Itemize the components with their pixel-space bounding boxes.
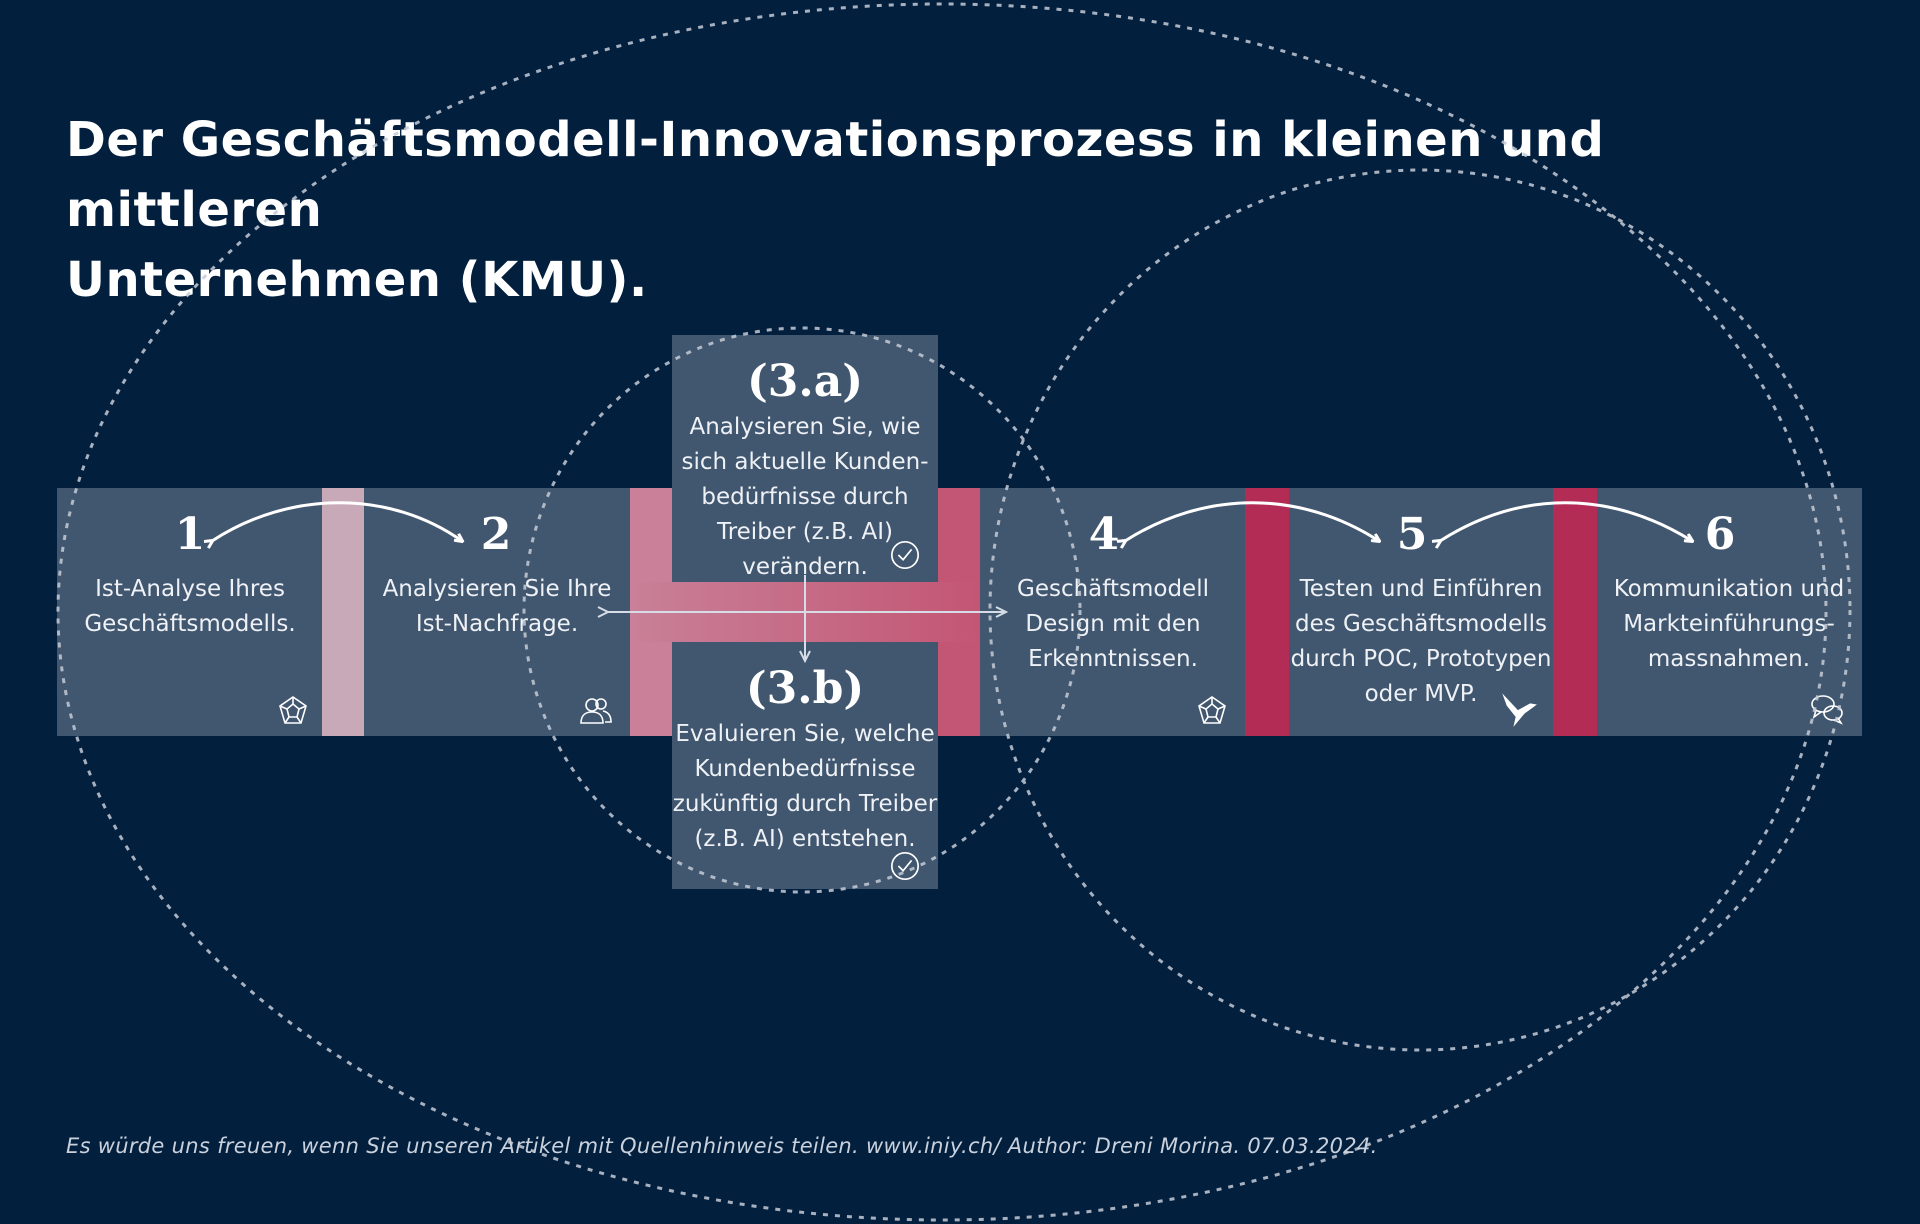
step-5-text-line: des Geschäftsmodells [1294, 611, 1547, 637]
step-1-text-line: Geschäftsmodells. [84, 611, 296, 637]
substep-3a-text-line: sich aktuelle Kunden- [681, 449, 929, 475]
step-4-number: 4 [1088, 509, 1120, 560]
step-4-text: Geschäftsmodell Design mit den Erkenntni… [978, 572, 1248, 677]
title-line-1: Der Geschäftsmodell-Innovationsprozess i… [66, 112, 1605, 238]
substep-3a-label: (3.a) [746, 356, 864, 407]
step-6-number: 6 [1704, 509, 1736, 560]
substep-3a-text-line: Analysieren Sie, wie [689, 414, 921, 440]
step-1-text: Ist-Analyse Ihres Geschäftsmodells. [55, 572, 325, 642]
separator-1-2 [322, 488, 364, 736]
step-2-text: Analysieren Sie Ihre Ist-Nachfrage. [362, 572, 632, 642]
substep-3b-text-line: Kundenbedürfnisse [694, 756, 916, 782]
center-connector-crossbar [630, 582, 980, 642]
network-icon [1198, 696, 1226, 724]
step-1-number: 1 [174, 509, 206, 560]
bird-icon [1502, 693, 1537, 727]
step-6-text-line: Markteinführungs- [1623, 611, 1835, 637]
substep-3b-text: Evaluieren Sie, welche Kundenbedürfnisse… [672, 717, 938, 857]
footer-source-note: Es würde uns freuen, wenn Sie unseren Ar… [66, 1134, 1378, 1158]
step-1-text-line: Ist-Analyse Ihres [95, 576, 285, 602]
step-5-text-line: durch POC, Prototypen [1290, 646, 1552, 672]
step-4-text-line: Geschäftsmodell [1017, 576, 1209, 602]
step-6-text-line: Kommunikation und [1613, 576, 1845, 602]
step-4-text-line: Erkenntnissen. [1028, 646, 1198, 672]
substep-3a-text-line: bedürfnisse durch [701, 484, 909, 510]
chat-icon [1811, 695, 1843, 725]
separator-4-5 [1245, 488, 1289, 736]
page-title: Der Geschäftsmodell-Innovationsprozess i… [66, 105, 1866, 315]
step-5-text-line: Testen und Einführen [1299, 576, 1543, 602]
step-2-text-line: Analysieren Sie Ihre [382, 576, 612, 602]
check-circle-icon [890, 540, 920, 570]
substep-3b-text-line: Evaluieren Sie, welche [675, 721, 935, 747]
step-5-number: 5 [1396, 509, 1428, 560]
step-2-number: 2 [480, 509, 512, 560]
title-line-2: Unternehmen (KMU). [66, 252, 648, 308]
step-4-text-line: Design mit den [1025, 611, 1201, 637]
separator-5-6 [1553, 488, 1597, 736]
substep-3b-label: (3.b) [745, 663, 865, 714]
check-circle-icon [890, 851, 920, 881]
step-6-text: Kommunikation und Markteinführungs- mass… [1594, 572, 1864, 677]
step-2-text-line: Ist-Nachfrage. [415, 611, 579, 637]
step-6-text-line: massnahmen. [1647, 646, 1811, 672]
substep-3b-text-line: zukünftig durch Treiber [672, 791, 938, 817]
users-icon [580, 698, 612, 724]
network-icon [279, 696, 307, 724]
